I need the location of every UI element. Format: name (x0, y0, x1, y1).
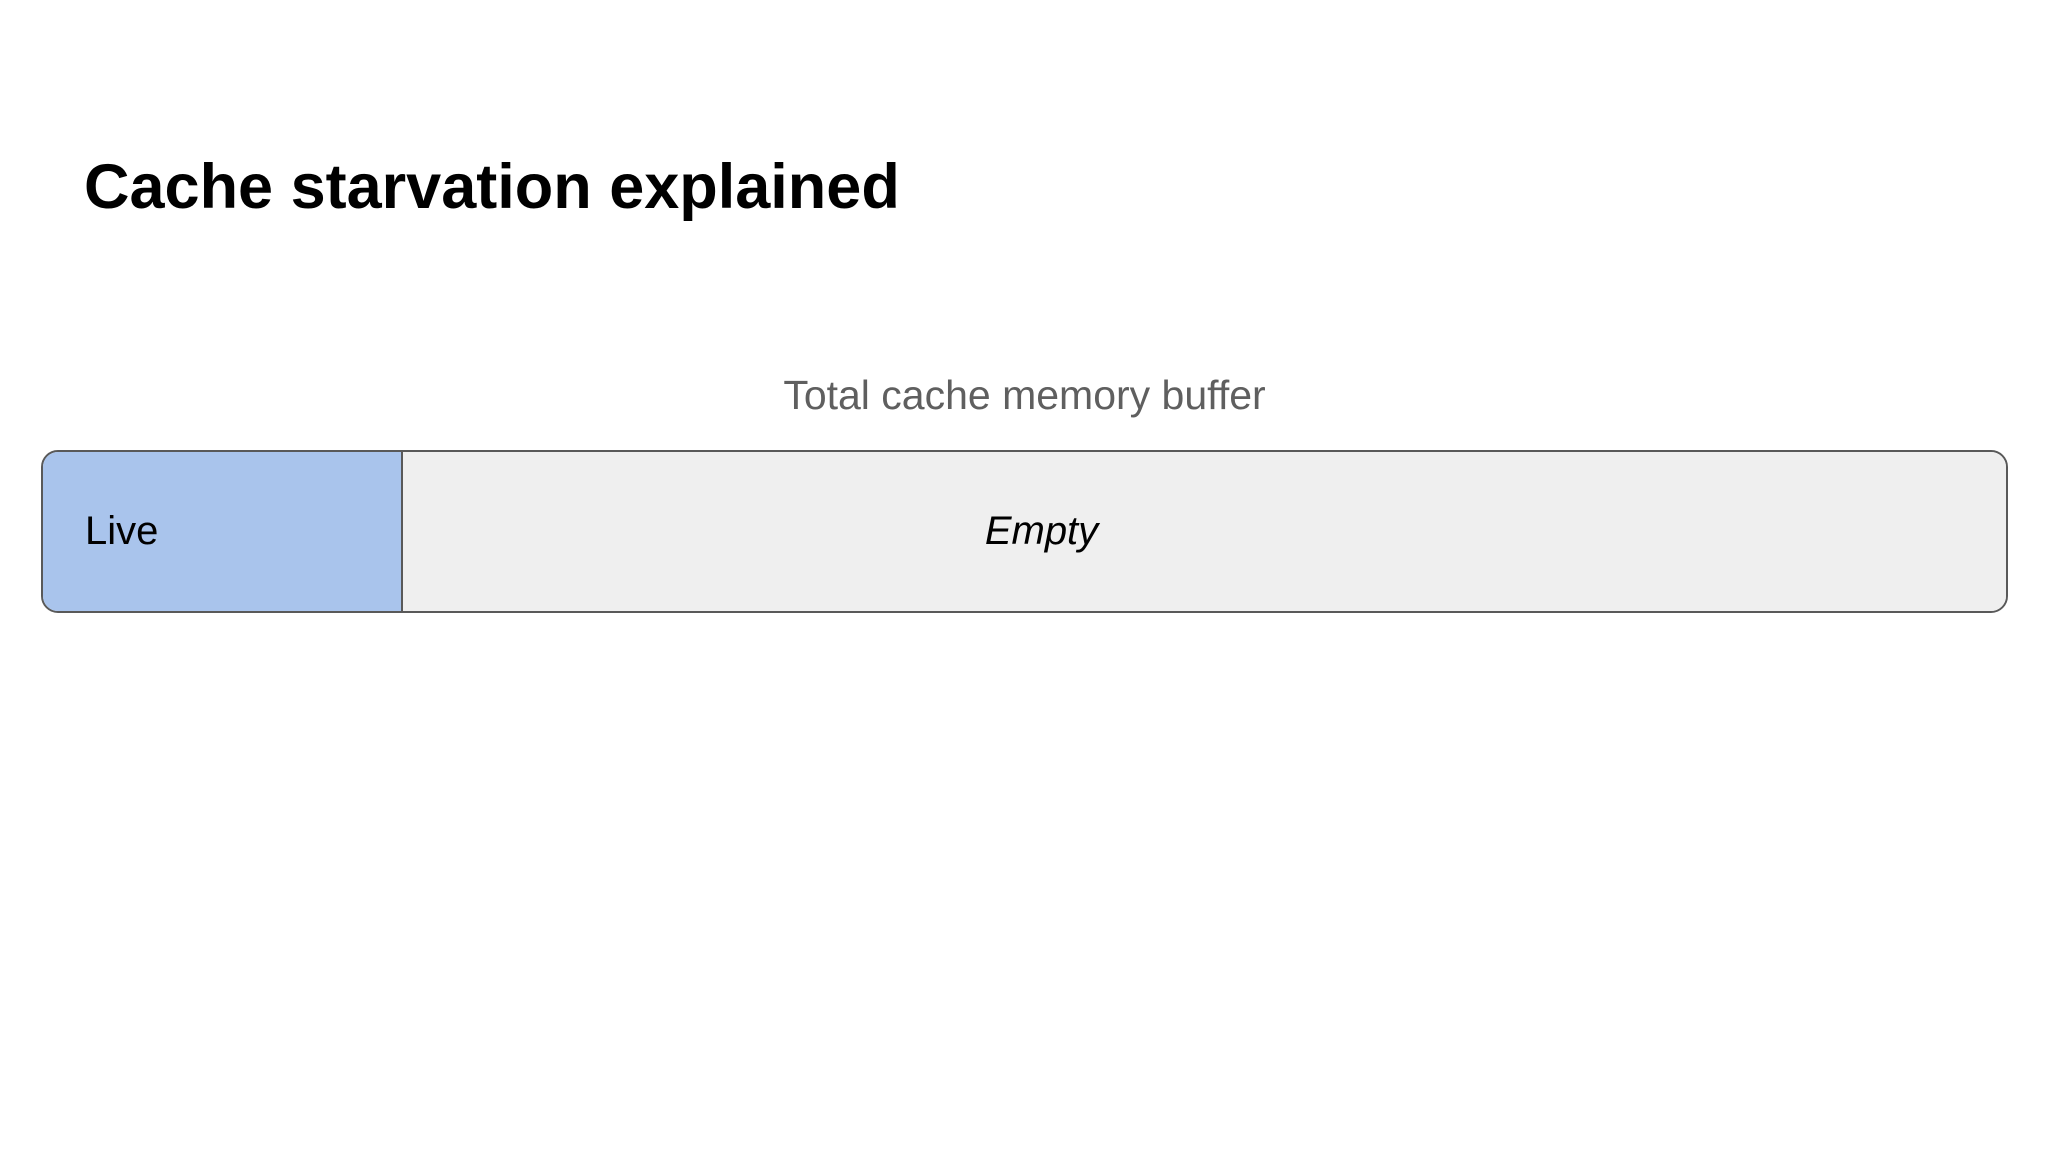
buffer-caption-label: Total cache memory buffer (783, 372, 1266, 418)
bar-segment-live-label: Live (85, 509, 159, 553)
bar-segment-live: Live (43, 452, 403, 611)
bar-segment-empty: Empty (403, 452, 2006, 611)
page-title: Cache starvation explained (84, 152, 900, 223)
cache-memory-buffer-bar: Live Empty (41, 450, 2008, 613)
bar-segment-empty-label: Empty (984, 509, 1099, 553)
